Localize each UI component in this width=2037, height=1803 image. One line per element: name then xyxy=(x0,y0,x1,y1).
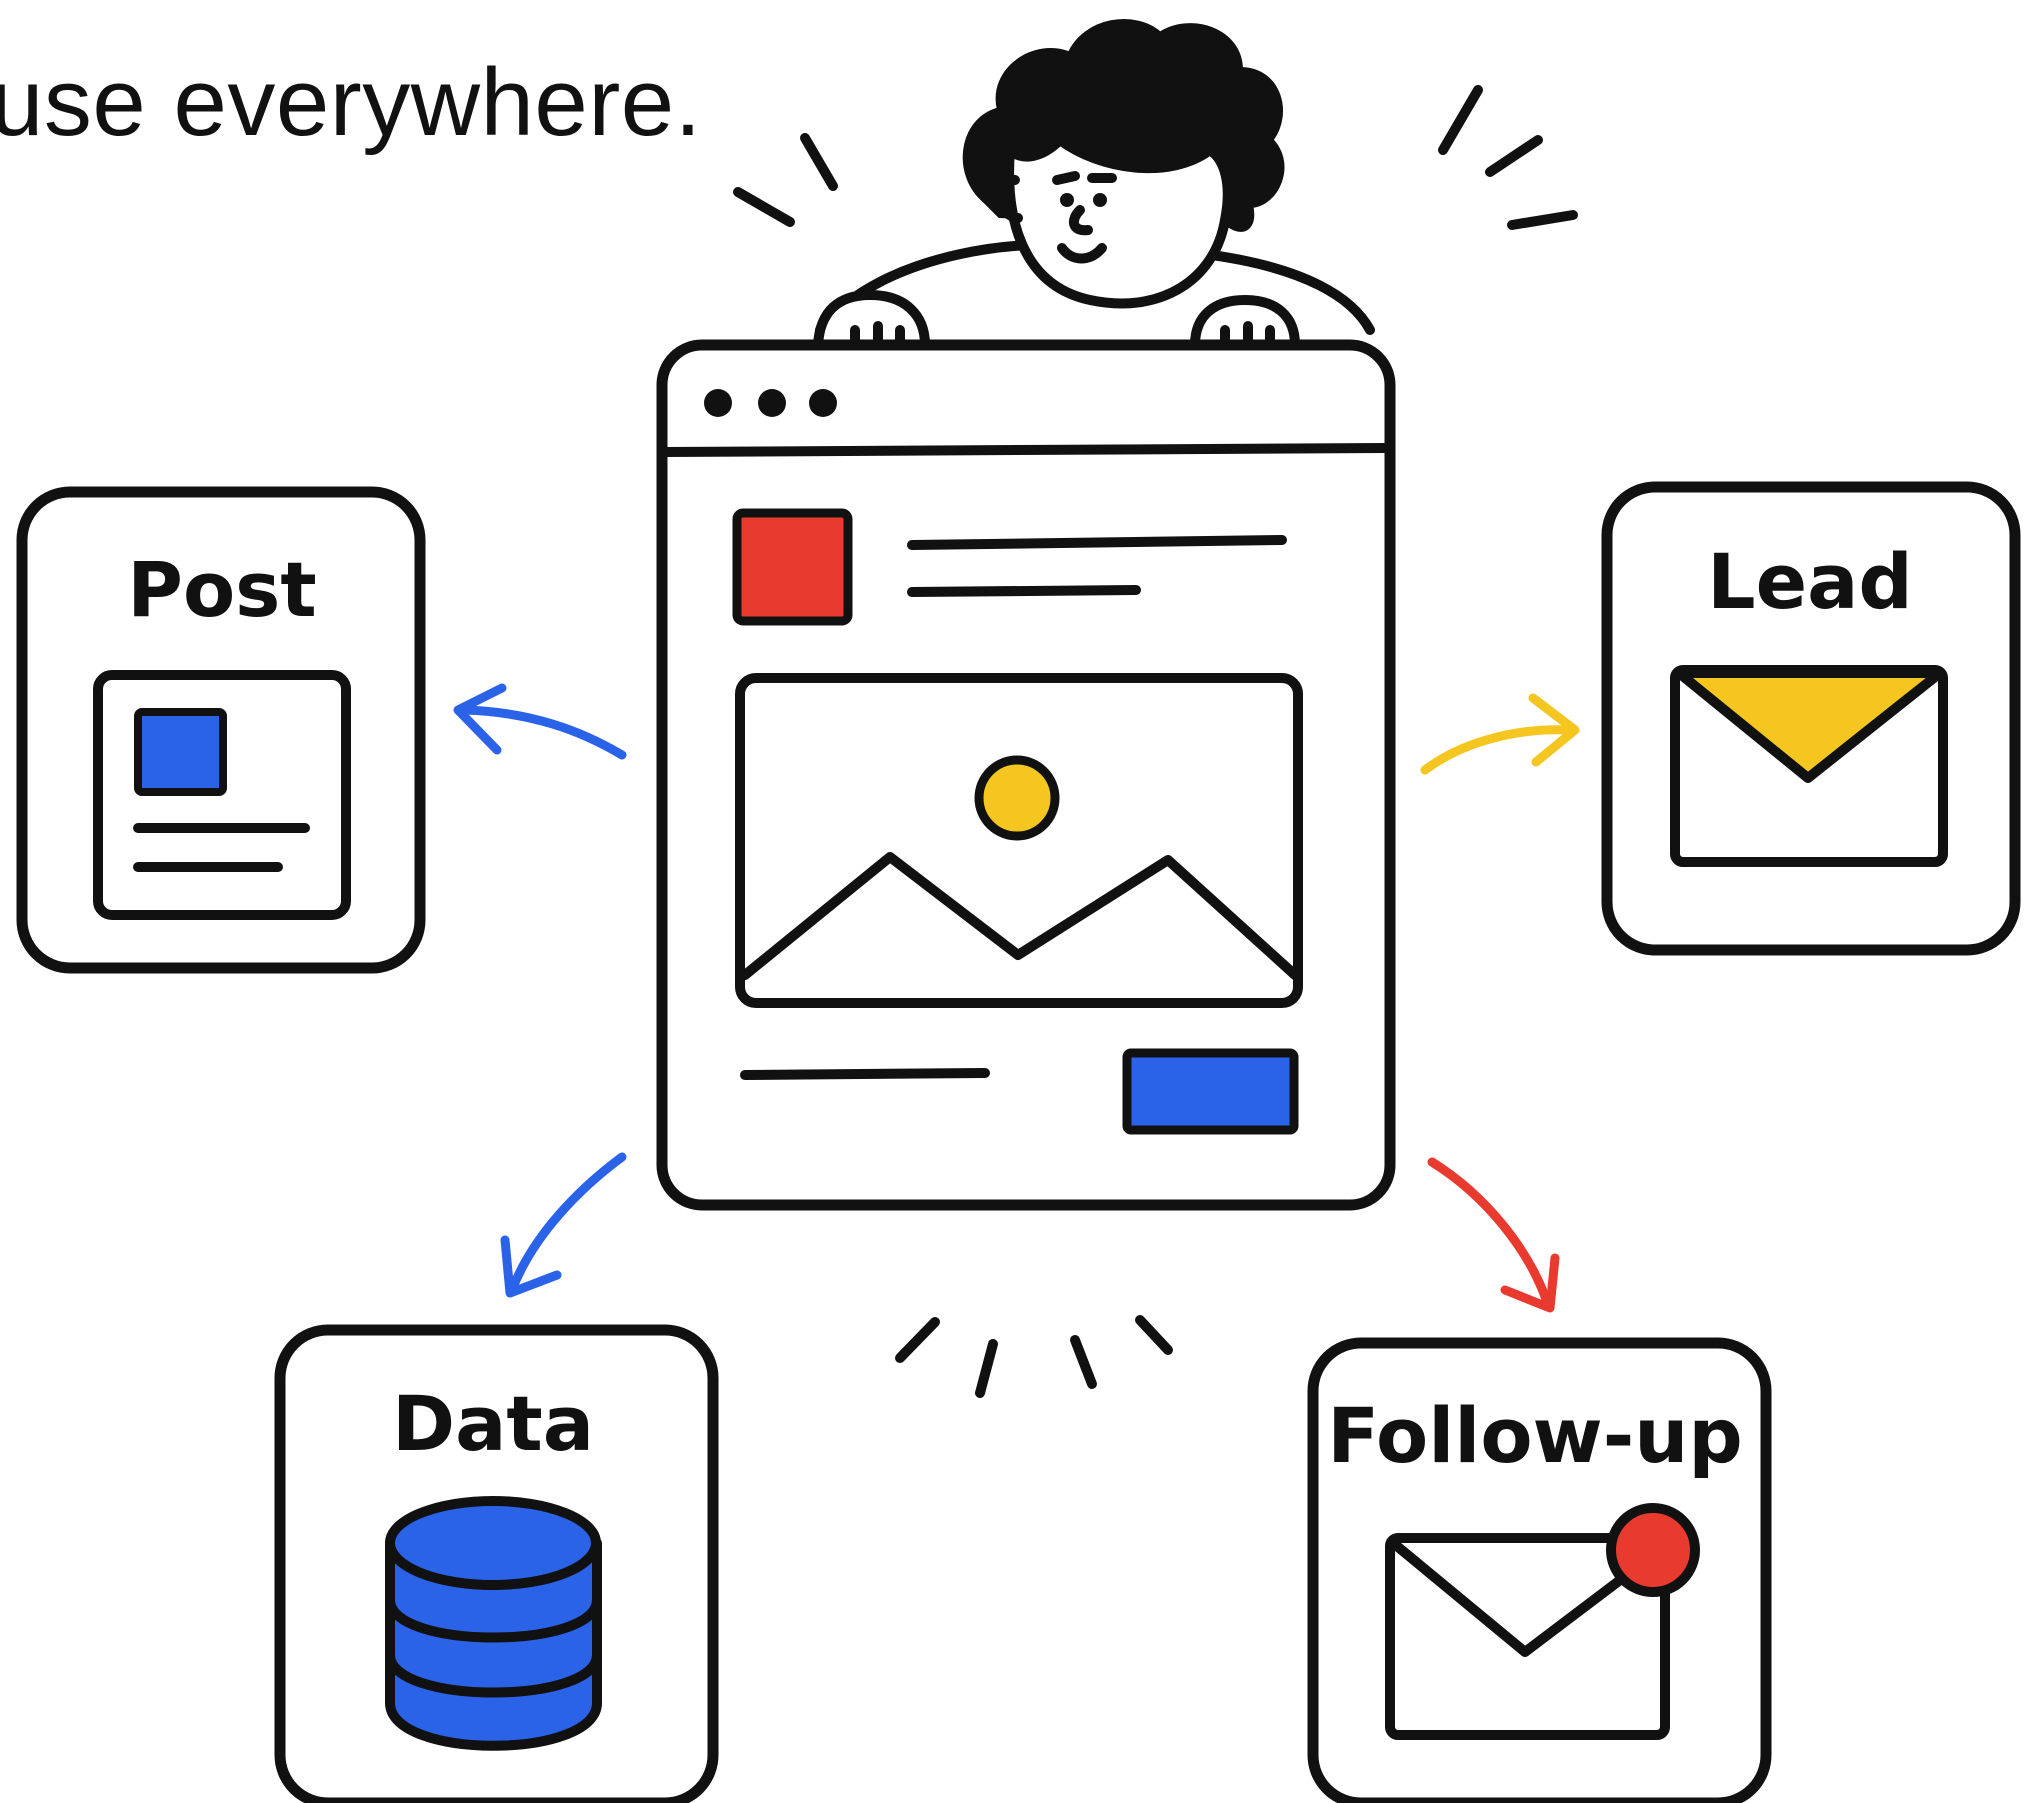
arrow-to-post-icon xyxy=(453,683,627,760)
followup-card: Follow-up xyxy=(1307,1337,1772,1803)
arrow-to-data-icon xyxy=(500,1152,627,1298)
window-dot-icon xyxy=(758,389,786,417)
arrow-to-lead-icon xyxy=(1420,693,1580,775)
tagline: use everywhere. xyxy=(0,49,702,156)
burst-marks-bottom xyxy=(895,1315,1173,1398)
envelope-notification-icon xyxy=(1385,1503,1700,1740)
arrow-to-followup-icon xyxy=(1427,1157,1560,1313)
red-square-icon xyxy=(732,508,853,626)
envelope-icon xyxy=(1670,665,1948,867)
post-card: Post xyxy=(16,486,426,974)
document-icon xyxy=(93,670,351,920)
lead-card: Lead xyxy=(1601,481,2021,956)
data-card: Data xyxy=(274,1324,719,1803)
image-placeholder-icon xyxy=(735,673,1303,1008)
post-card-label: Post xyxy=(127,545,316,634)
notification-dot-icon xyxy=(1606,1503,1700,1597)
blue-button-shape xyxy=(1122,1048,1299,1135)
burst-marks-top xyxy=(733,85,1578,230)
lead-card-label: Lead xyxy=(1707,537,1913,626)
data-card-label: Data xyxy=(392,1379,594,1468)
window-dot-icon xyxy=(704,389,732,417)
person-peeking-icon xyxy=(813,19,1375,350)
followup-card-label: Follow-up xyxy=(1327,1391,1743,1480)
window-dot-icon xyxy=(809,389,837,417)
database-icon xyxy=(385,1496,602,1751)
browser-window-icon xyxy=(656,339,1396,1211)
